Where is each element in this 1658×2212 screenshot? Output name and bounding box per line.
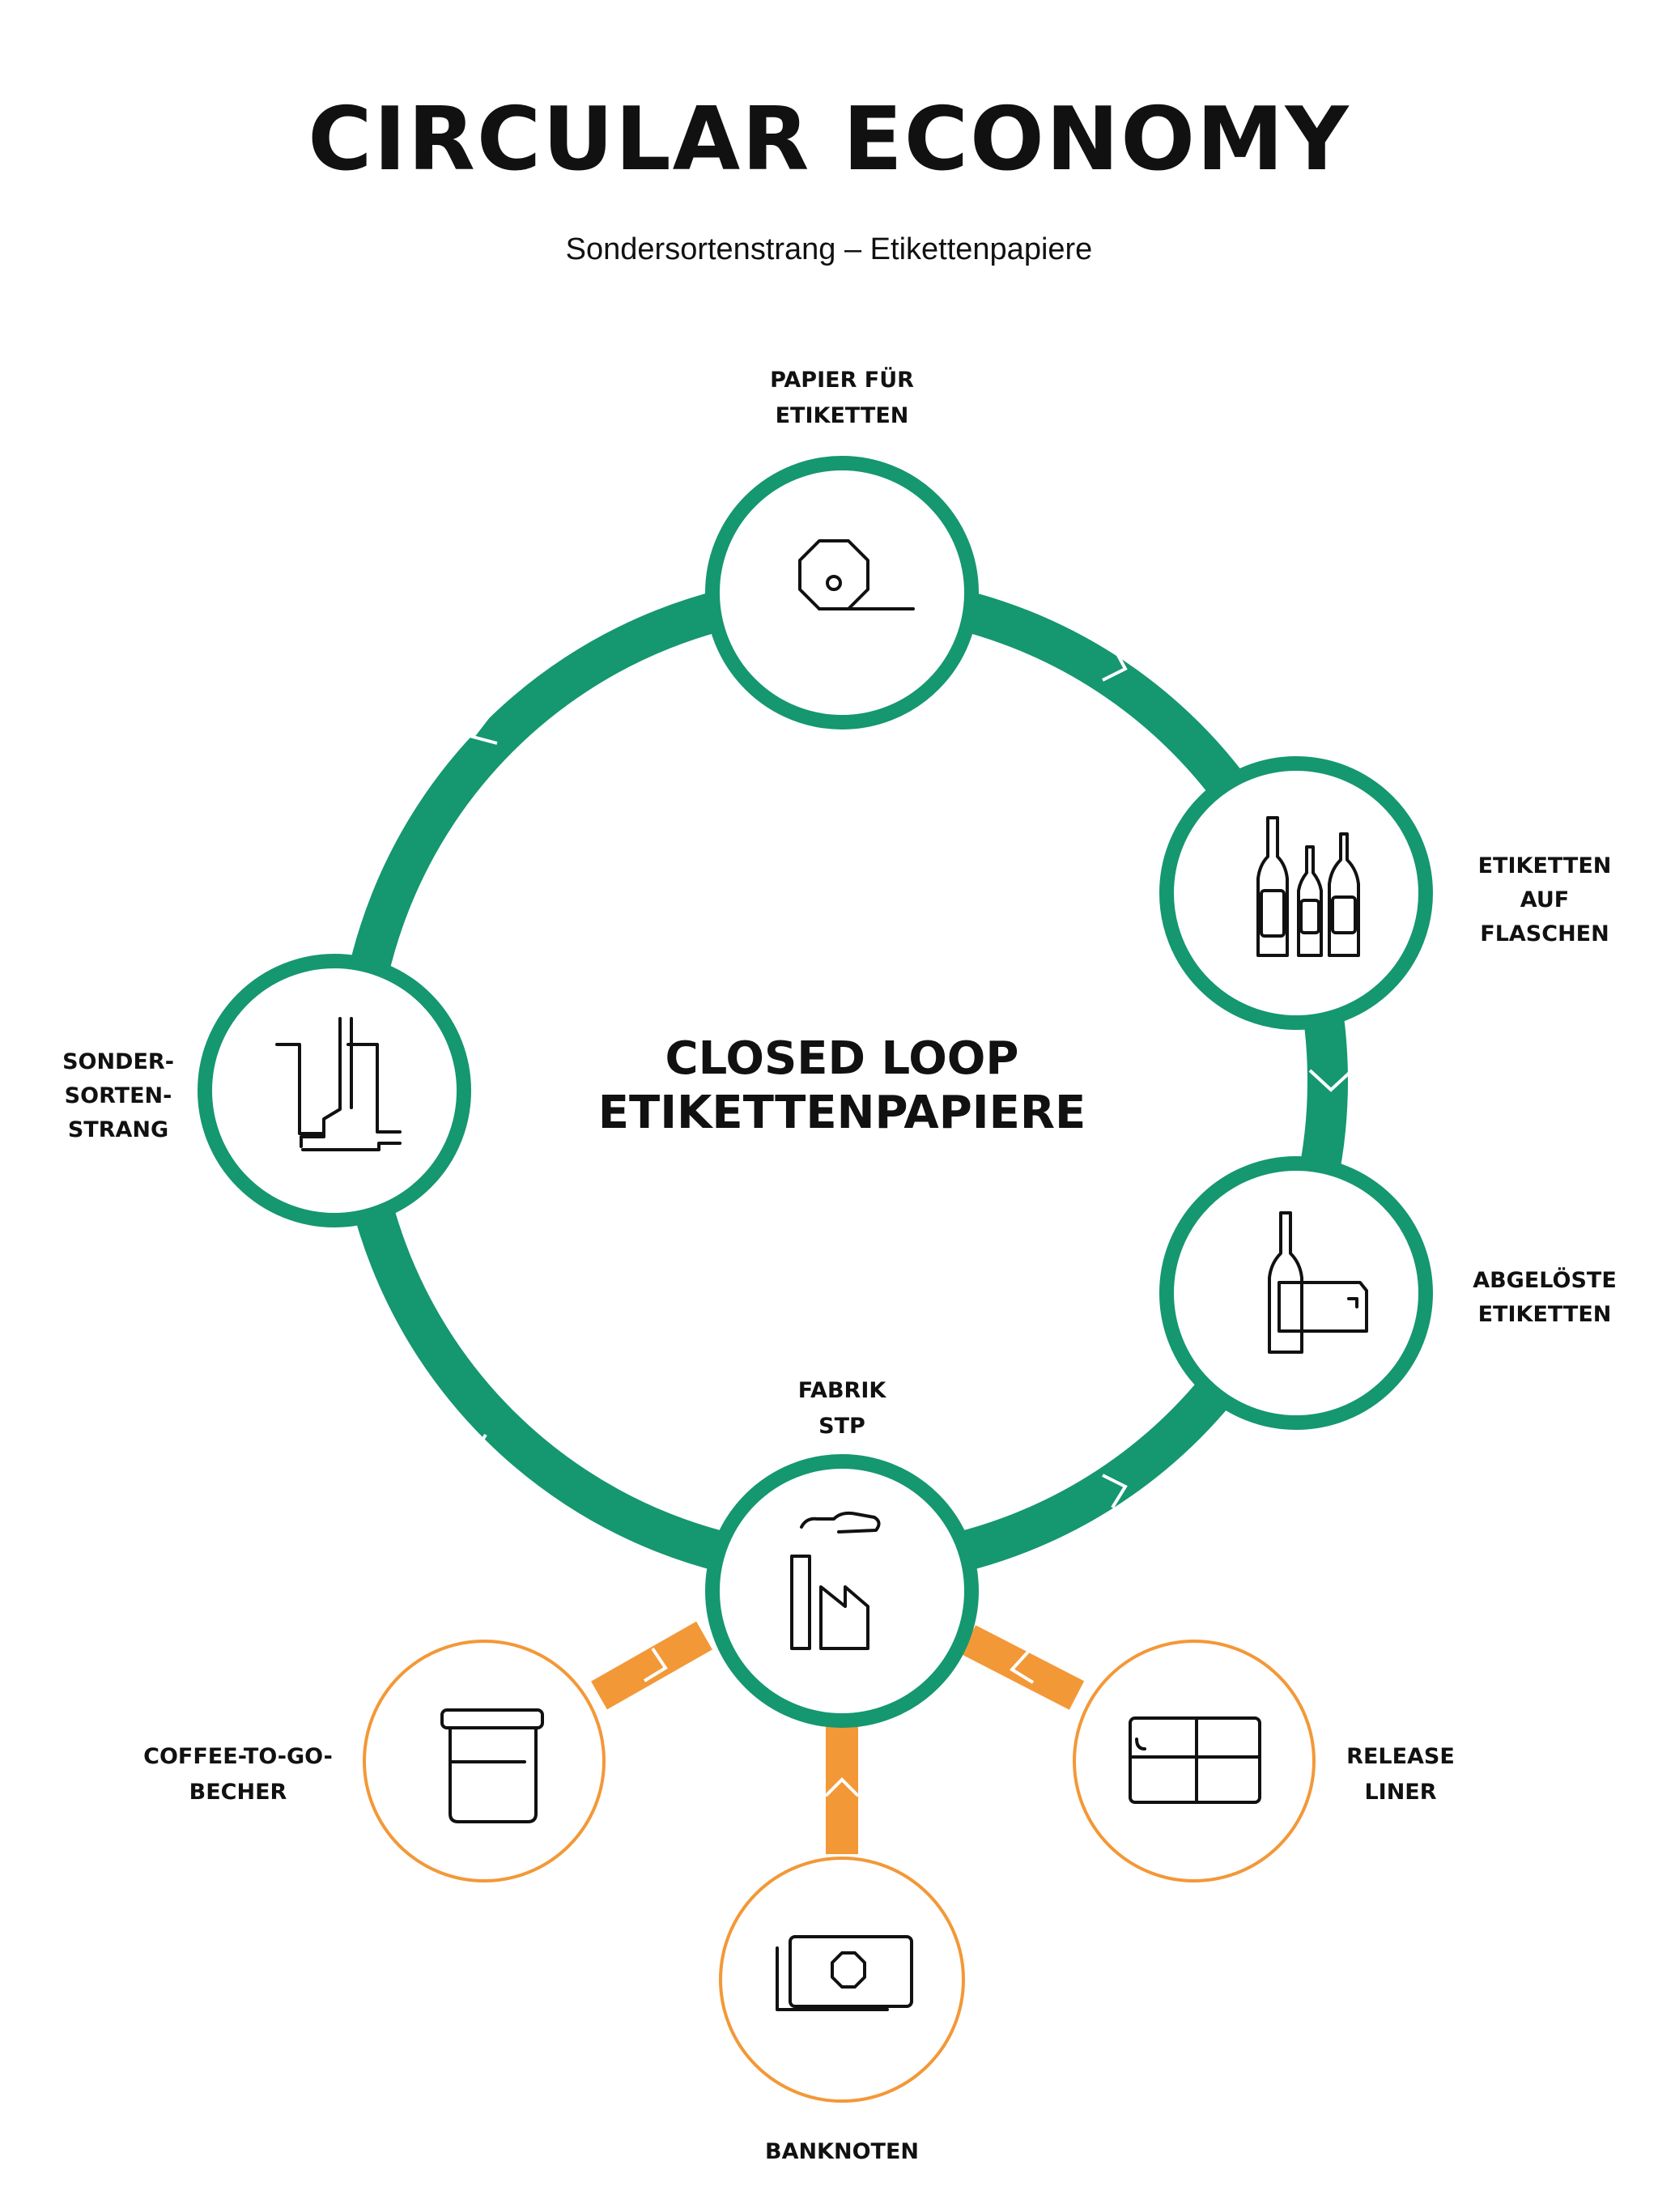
branch-arrow-markers bbox=[643, 1647, 1035, 1797]
branch-connectors bbox=[591, 1621, 1085, 1854]
svg-text:BECHER: BECHER bbox=[189, 1780, 287, 1805]
label-sonder: SONDER- SORTEN- STRANG bbox=[62, 1049, 174, 1142]
svg-text:CLOSED LOOP: CLOSED LOOP bbox=[665, 1032, 1019, 1085]
label-flaschen: ETIKETTEN AUF FLASCHEN bbox=[1478, 853, 1612, 946]
svg-text:ABGELÖSTE: ABGELÖSTE bbox=[1473, 1266, 1617, 1293]
loop-node-papier bbox=[705, 456, 979, 730]
label-coffee: COFFEE-TO-GO- BECHER bbox=[143, 1744, 333, 1805]
svg-text:COFFEE-TO-GO-: COFFEE-TO-GO- bbox=[143, 1744, 333, 1769]
pipes-icon bbox=[275, 1017, 402, 1151]
factory-icon bbox=[790, 1511, 881, 1650]
label-papier: PAPIER FÜR ETIKETTEN bbox=[770, 366, 914, 428]
label-release: RELEASE LINER bbox=[1346, 1744, 1455, 1805]
page-subtitle: Sondersortenstrang – Etikettenpapiere bbox=[565, 232, 1093, 266]
paper-roll-icon bbox=[798, 539, 915, 610]
svg-text:PAPIER FÜR: PAPIER FÜR bbox=[770, 366, 914, 393]
svg-text:BANKNOTEN: BANKNOTEN bbox=[765, 2139, 919, 2164]
center-label: CLOSED LOOP ETIKETTENPAPIERE bbox=[598, 1032, 1086, 1139]
svg-text:SORTEN-: SORTEN- bbox=[65, 1083, 172, 1108]
loop-node-sonder bbox=[198, 954, 471, 1227]
loop-node-fabrik bbox=[705, 1454, 979, 1728]
branch-node-banknoten bbox=[719, 1857, 965, 2103]
banknotes-icon bbox=[776, 1935, 913, 2011]
bottle-label-icon bbox=[1268, 1211, 1368, 1354]
svg-text:RELEASE: RELEASE bbox=[1346, 1744, 1455, 1769]
connector-release bbox=[960, 1625, 1085, 1710]
svg-text:ETIKETTEN: ETIKETTEN bbox=[1478, 1302, 1612, 1327]
label-fabrik: FABRIK STP bbox=[798, 1378, 887, 1439]
svg-text:STRANG: STRANG bbox=[68, 1117, 168, 1142]
coffee-cup-icon bbox=[440, 1708, 544, 1823]
release-liner-icon bbox=[1129, 1716, 1261, 1804]
svg-text:STP: STP bbox=[818, 1414, 865, 1439]
label-abgeloest: ABGELÖSTE ETIKETTEN bbox=[1473, 1266, 1617, 1327]
loop-node-abgeloest bbox=[1159, 1156, 1433, 1430]
svg-text:ETIKETTENPAPIERE: ETIKETTENPAPIERE bbox=[598, 1087, 1086, 1139]
svg-text:AUF: AUF bbox=[1520, 887, 1569, 912]
branch-node-release bbox=[1073, 1640, 1316, 1882]
svg-text:ETIKETTEN: ETIKETTEN bbox=[776, 403, 909, 428]
loop-arrow-markers bbox=[470, 647, 1354, 1509]
svg-text:ETIKETTEN: ETIKETTEN bbox=[1478, 853, 1612, 878]
connector-coffee bbox=[591, 1621, 712, 1710]
svg-text:LINER: LINER bbox=[1364, 1780, 1436, 1805]
bottles-icon bbox=[1256, 816, 1360, 957]
svg-text:FABRIK: FABRIK bbox=[798, 1378, 887, 1403]
label-banknoten: BANKNOTEN bbox=[765, 2139, 919, 2164]
loop-node-flaschen bbox=[1159, 756, 1433, 1030]
svg-text:FLASCHEN: FLASCHEN bbox=[1480, 921, 1609, 946]
svg-text:SONDER-: SONDER- bbox=[62, 1049, 174, 1074]
page-title: CIRCULAR ECONOMY bbox=[308, 89, 1350, 190]
